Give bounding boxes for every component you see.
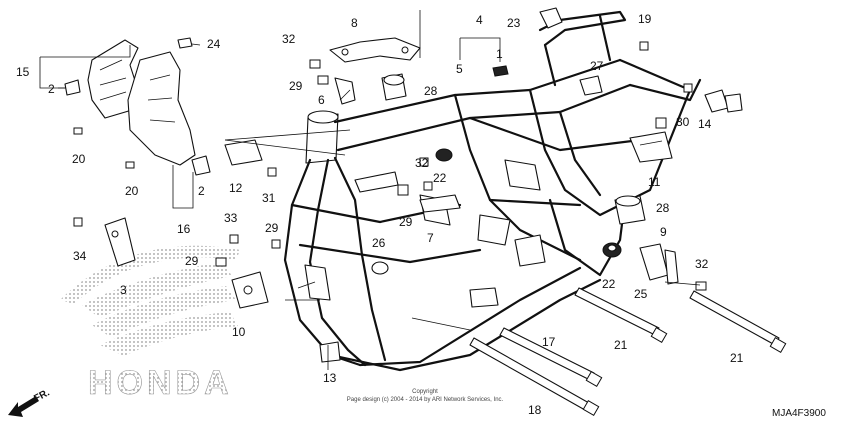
label-18: 18 — [528, 403, 542, 417]
label-6: 6 — [318, 93, 325, 107]
label-21-left: 21 — [614, 338, 628, 352]
label-17: 17 — [542, 335, 556, 349]
label-26: 26 — [372, 236, 386, 250]
label-32-mid: 32 — [415, 156, 429, 170]
label-8: 8 — [351, 16, 358, 30]
part-3-bracket — [104, 217, 136, 267]
part-7-bracket — [419, 194, 461, 213]
part-22-grommet-left — [435, 148, 453, 162]
part-23-cap — [539, 7, 563, 29]
label-20-top: 20 — [72, 152, 86, 166]
label-13: 13 — [323, 371, 337, 385]
label-19: 19 — [638, 12, 652, 26]
label-32-top: 32 — [282, 32, 296, 46]
label-1: 1 — [496, 47, 503, 61]
label-15: 15 — [16, 65, 30, 79]
label-9: 9 — [660, 225, 667, 239]
label-7: 7 — [427, 231, 434, 245]
part-6-bracket — [334, 77, 356, 105]
label-29-mid: 29 — [265, 221, 279, 235]
label-31: 31 — [262, 191, 276, 205]
part-28-clamp-right — [614, 195, 646, 225]
label-11: 11 — [648, 175, 661, 189]
part-8-bracket — [329, 37, 421, 63]
label-33: 33 — [224, 211, 238, 225]
bolts — [73, 41, 787, 417]
label-29-top: 29 — [289, 79, 303, 93]
label-25: 25 — [634, 287, 648, 301]
label-21-right: 21 — [730, 351, 744, 365]
label-29-left: 29 — [185, 254, 199, 268]
main-frame — [283, 10, 702, 372]
part-28-clamp-top — [381, 73, 407, 101]
part-9-bracket — [664, 249, 679, 285]
honda-wing-logo — [60, 245, 240, 356]
label-16: 16 — [177, 222, 191, 236]
label-24: 24 — [207, 37, 221, 51]
honda-watermark-text: HONDA — [88, 364, 233, 402]
part-22-grommet-right — [602, 242, 622, 258]
label-32-right: 32 — [695, 257, 709, 271]
part-10-bracket — [231, 271, 269, 309]
part-14-lock — [704, 89, 743, 113]
label-14: 14 — [698, 117, 712, 131]
label-5: 5 — [456, 62, 463, 76]
label-29-center: 29 — [399, 215, 413, 229]
label-22-right: 22 — [602, 277, 616, 291]
label-34: 34 — [73, 249, 87, 263]
label-2-top: 2 — [48, 82, 55, 96]
label-20-bottom: 20 — [125, 184, 139, 198]
label-27: 27 — [590, 59, 604, 73]
copyright-line-1: Copyright — [412, 389, 438, 395]
part-1-rubber — [492, 65, 509, 77]
diagram-code: MJA4F3900 — [772, 408, 826, 419]
part-27-clip — [579, 75, 603, 96]
label-30: 30 — [676, 115, 690, 129]
label-4: 4 — [476, 13, 483, 27]
part-12-bracket — [224, 139, 263, 166]
left-side-cover — [64, 39, 196, 166]
front-direction-arrow — [8, 396, 39, 417]
label-28-right: 28 — [656, 201, 670, 215]
part-25-bracket — [639, 243, 669, 281]
label-10: 10 — [232, 325, 246, 339]
label-3: 3 — [120, 283, 127, 297]
part-number-labels: 15 2 24 20 20 2 16 12 31 33 29 29 34 3 1… — [16, 12, 744, 417]
copyright-line-2: Page design (c) 2004 - 2014 by ARI Netwo… — [347, 397, 504, 403]
label-12: 12 — [229, 181, 243, 195]
part-2-clip-lower — [191, 155, 211, 176]
label-28-top: 28 — [424, 84, 438, 98]
leader-lines — [39, 10, 701, 370]
part-26-grommet — [371, 261, 389, 275]
label-22-mid: 22 — [433, 171, 447, 185]
front-label: FR. — [32, 387, 52, 404]
part-24-clip — [177, 37, 193, 49]
label-23: 23 — [507, 16, 521, 30]
part-11-bracket — [629, 131, 673, 163]
label-2-bottom: 2 — [198, 184, 205, 198]
